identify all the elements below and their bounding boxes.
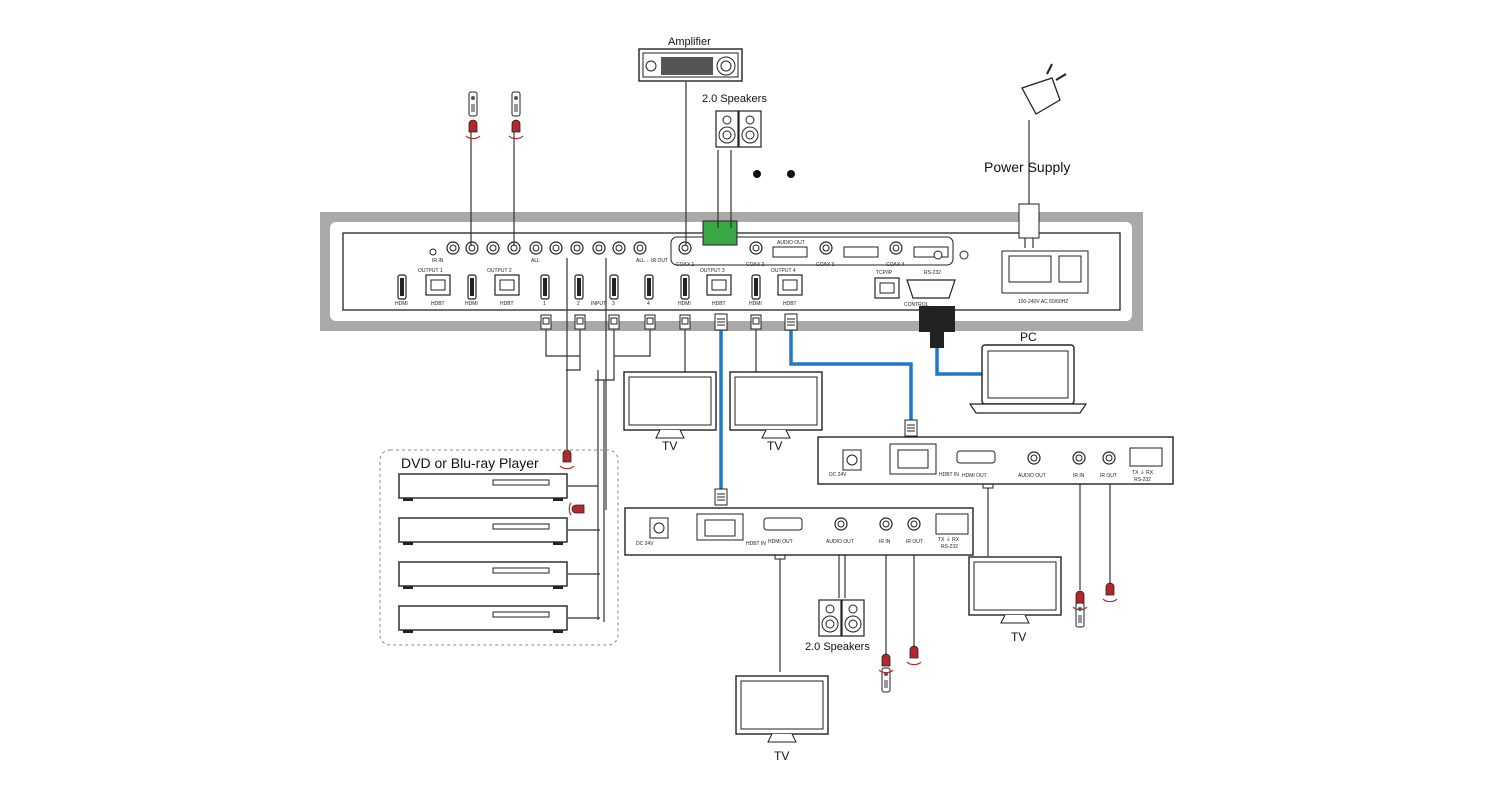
rx1-ir-out: IR OUT [906,539,923,545]
panel-hdbt-3: HDBT [712,301,726,307]
ir-receiver-icon [1075,602,1085,628]
panel-all-ir-out: ALL ←IR OUT [636,258,668,264]
ir-emitter-icon [559,449,575,470]
power-supply-label: Power Supply [984,159,1070,175]
rx1-dc24v: DC 24V [636,541,654,547]
ir-receiver-icon [468,91,478,117]
panel-input-3: 3 [612,301,615,307]
panel-tcp-ip: TCP/IP [876,270,893,276]
matrix-switcher: IR IN ALL ALL ←IR OUT COAX 1 COAX 2 COAX… [320,212,1143,331]
rx2-hdmi-out: HDMI OUT [962,473,987,479]
ir-receiver-icon [511,91,521,117]
tv-4-label: TV [774,749,789,763]
hdbt-receiver-1: DC 24V HDBT IN HDMI OUT AUDIO OUT IR IN … [624,507,974,556]
panel-input-1: 1 [543,301,546,307]
panel-hdmi-3: HDMI [678,301,691,307]
tv-2-label: TV [767,439,782,453]
panel-coax3: COAX 3 [816,262,835,268]
panel-coax4: COAX 4 [886,262,905,268]
dvd-player-2 [398,517,568,546]
cable-plugs [540,306,994,560]
panel-output4: OUTPUT 4 [771,268,796,274]
panel-output3: OUTPUT 3 [700,268,725,274]
rx1-ir-in: IR IN [879,539,891,545]
panel-coax2: COAX 2 [746,262,765,268]
panel-coax1: COAX 1 [676,262,695,268]
speakers-bottom-label: 2.0 Speakers [805,641,870,653]
panel-audio-out: AUDIO OUT [777,240,805,246]
speakers-top-label: 2.0 Speakers [702,93,767,105]
rx2-dc24v: DC 24V [829,472,847,478]
ir-emitter-icon [568,502,585,516]
ir-emitter-icon [906,645,922,666]
rx2-rs232: RS-232 [1134,477,1151,483]
dvd-player-group: DVD or Blu-ray Player [379,449,619,646]
amplifier: Amplifier [638,36,743,82]
rx2-tx-rx: TX ⏚ RX [1132,469,1154,476]
panel-hdmi-4: HDMI [749,301,762,307]
rx2-ir-in: IR IN [1073,473,1085,479]
ir-receiver-icon [881,667,891,693]
rx1-hdbt-in: HDBT IN [746,541,766,547]
tv-4: TV [735,675,829,763]
panel-hdbt-1: HDBT [431,301,445,307]
rx1-rs232: RS-232 [941,544,958,550]
tv-3: TV [968,556,1062,644]
panel-hdmi-2: HDMI [465,301,478,307]
pc-label: PC [1020,330,1037,344]
ir-emitter-icon [1102,582,1118,603]
speakers-bottom: 2.0 Speakers [805,599,870,653]
hdbt-receiver-2: DC 24V HDBT IN HDMI OUT AUDIO OUT IR IN … [817,436,1174,485]
tv-1-label: TV [662,439,677,453]
panel-power-rating: 100-240V AC 50/60HZ [1018,299,1068,305]
pc-laptop: PC [968,330,1088,414]
rx1-audio-out: AUDIO OUT [826,539,854,545]
rx1-hdmi-out: HDMI OUT [768,539,793,545]
rx2-audio-out: AUDIO OUT [1018,473,1046,479]
dvd-player-3 [398,561,568,590]
tv-1: TV [623,371,717,453]
panel-ir-in: IR IN [432,258,444,264]
dvd-group-label: DVD or Blu-ray Player [401,455,539,471]
rx1-tx-rx: TX ⏚ RX [938,536,960,543]
panel-input-4: 4 [647,301,650,307]
panel-hdbt-4: HDBT [783,301,797,307]
panel-output2: OUTPUT 2 [487,268,512,274]
panel-control: CONTROL [904,302,929,308]
rx2-hdbt-in: HDBT IN [939,472,959,478]
amplifier-label: Amplifier [668,36,711,48]
tv-2: TV [729,371,823,453]
tv-3-label: TV [1011,630,1026,644]
panel-all: ALL [531,258,540,264]
dvd-player-1 [398,473,568,502]
speakers-top: 2.0 Speakers [702,93,795,178]
ir-jacks [429,241,647,256]
power-plug: Power Supply [984,63,1070,239]
rx2-ir-out: IR OUT [1100,473,1117,479]
dvd-player-4 [398,605,568,634]
panel-input: INPUT [591,301,606,307]
panel-input-2: 2 [577,301,580,307]
panel-output1: OUTPUT 1 [418,268,443,274]
panel-rs232: RS-232 [924,270,941,276]
panel-hdbt-2: HDBT [500,301,514,307]
panel-hdmi-1: HDMI [395,301,408,307]
